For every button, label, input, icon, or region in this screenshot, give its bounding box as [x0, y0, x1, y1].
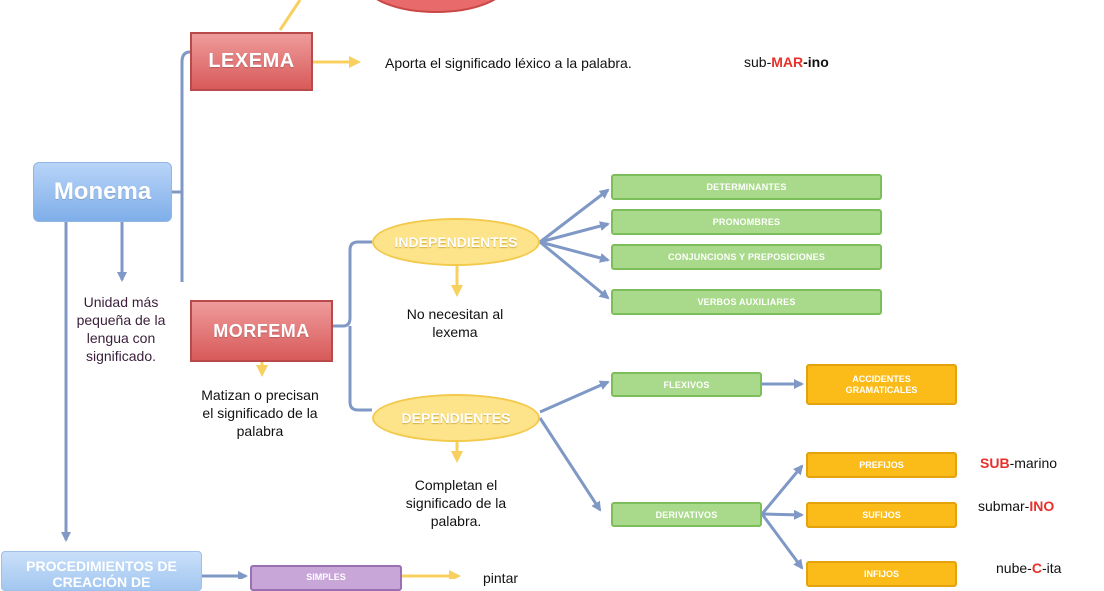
verbos-auxiliares-node: VERBOS AUXILIARES [611, 289, 882, 315]
determinantes-node: DETERMINANTES [611, 174, 882, 200]
accidentes-gramaticales-node: ACCIDENTES GRAMATICALES [806, 364, 957, 405]
derivativos-node: DERIVATIVOS [611, 502, 762, 527]
sufijos-node: SUFIJOS [806, 502, 957, 528]
example-part: submar- [978, 498, 1030, 514]
example-highlight: SUB [980, 455, 1010, 471]
prefijos-example: SUB-marino [980, 455, 1057, 471]
morfema-bracket [333, 240, 372, 412]
lexema-definition: Aporta el significado léxico a la palabr… [385, 55, 632, 71]
flexivos-node: FLEXIVOS [611, 372, 762, 397]
procedimientos-node: PROCEDIMIENTOS DE CREACIÓN DE [1, 551, 202, 591]
independientes-node: INDEPENDIENTES [372, 218, 540, 266]
top-connector [278, 0, 302, 31]
sufijos-example: submar-INO [978, 498, 1054, 514]
pronombres-node: PRONOMBRES [611, 209, 882, 235]
morfema-definition: Matizan o precisan el significado de la … [201, 387, 319, 439]
lexema-example: sub-MAR-ino [744, 54, 829, 70]
simples-node: SIMPLES [250, 565, 402, 591]
monema-bracket [172, 50, 191, 282]
dependientes-node: DEPENDIENTES [372, 394, 540, 442]
example-part: -ino [803, 54, 829, 70]
monema-definition: Unidad más pequeña de la lengua con sign… [76, 294, 166, 364]
example-part: -ita [1041, 560, 1062, 576]
infijos-example: nube-C-ita [996, 560, 1061, 576]
example-highlight: INO [1029, 498, 1055, 514]
prefijos-node: PREFIJOS [806, 452, 957, 478]
independientes-definition: No necesitan al lexema [406, 306, 504, 340]
example-part: -marino [1009, 455, 1058, 471]
lexema-node: LEXEMA [190, 32, 313, 91]
monema-node: Monema [33, 162, 172, 222]
infijos-node: INFIJOS [806, 561, 957, 587]
example-part: sub- [744, 54, 772, 70]
example-highlight: MAR [771, 54, 804, 70]
conjunciones-node: CONJUNCIONS Y PREPOSICIONES [611, 244, 882, 270]
top-node [376, 0, 496, 13]
example-highlight: C [1031, 560, 1042, 576]
morfema-node: MORFEMA [190, 300, 333, 362]
dependientes-definition: Completan el significado de la palabra. [405, 477, 507, 529]
connector-lines [61, 0, 804, 579]
pintar-text: pintar [483, 570, 519, 586]
example-part: nube- [996, 560, 1032, 576]
